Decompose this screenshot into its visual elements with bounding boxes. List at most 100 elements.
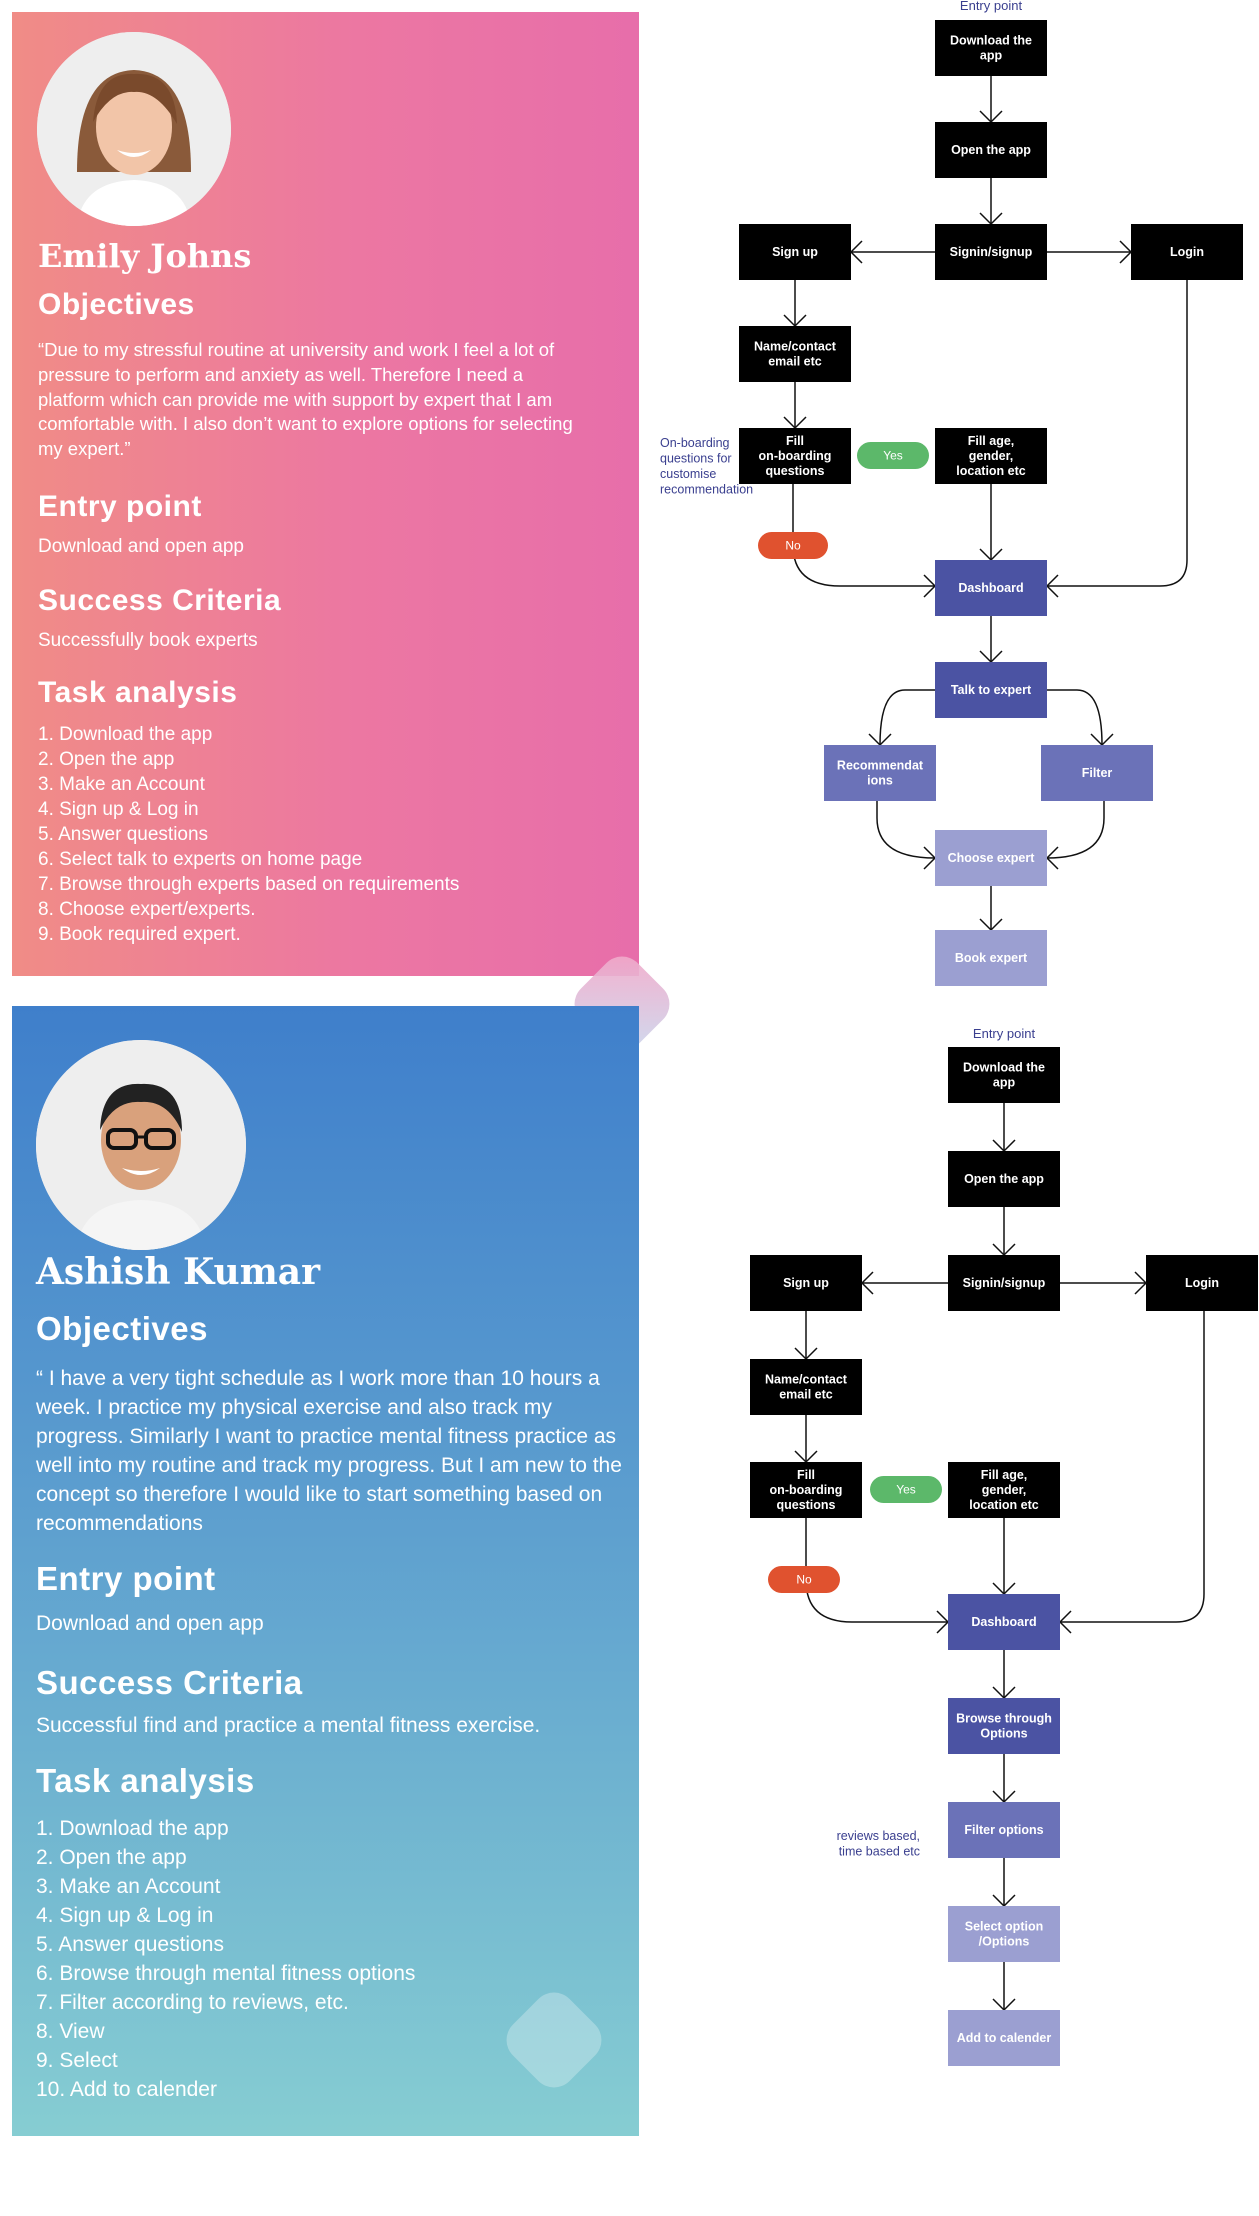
task-item: 5. Answer questions [38,824,209,845]
avatar [37,32,231,226]
login-node-label: Login [1185,1276,1219,1290]
talk-node [935,662,1047,718]
choose-node [935,830,1047,886]
objectives-heading: Objectives [36,1310,208,1347]
login-node [1146,1255,1258,1311]
book-node-label: Book expert [955,951,1028,965]
yes-pill-label: Yes [896,1483,916,1497]
task-item: 7. Filter according to reviews, etc. [36,1991,349,2014]
connector [879,689,935,746]
objectives-text: “Due to my stressful routine at universi… [38,339,573,460]
annotation: Entry point [973,1026,1036,1041]
objectives-text: “ I have a very tight schedule as I work… [36,1367,622,1535]
task-heading: Task analysis [36,1762,255,1799]
fill-node-label: questions [765,464,824,478]
persona-card-emily: Emily Johns Objectives “Due to my stress… [12,12,639,976]
download-node [948,1047,1060,1103]
entry-text: Download and open app [38,536,245,557]
task-item: 3. Make an Account [36,1875,221,1898]
arrowhead [1134,1271,1148,1295]
filter-node-label: Filter [1082,766,1113,780]
signup-node-label: Sign up [772,245,818,259]
task-item: 6. Select talk to experts on home page [38,849,363,870]
dashboard-node [948,1594,1060,1650]
persona-card-ashish: Ashish Kumar Objectives “ I have a very … [12,1006,639,2136]
name-node-label: email etc [768,355,822,369]
connector [1047,280,1188,587]
annotation: time based etc [839,1845,920,1859]
no-pill-label: No [785,539,801,553]
task-item: 7. Browse through experts based on requi… [38,874,460,895]
task-item: 8. Choose expert/experts. [38,899,256,920]
yes-pill-label: Yes [883,449,903,463]
objectives-heading: Objectives [38,288,195,321]
fillage-node-label: location etc [969,1498,1039,1512]
select-node-label: /Options [979,1935,1030,1949]
download-node-label: Download the [950,34,1032,48]
task-item: 10. Add to calender [36,2078,217,2101]
annotation: recommendation [660,483,753,497]
success-heading: Success Criteria [38,584,282,617]
browse-node-label: Options [980,1727,1027,1741]
select-node-label: Select option [965,1920,1043,1934]
task-item: 9. Book required expert. [38,924,241,945]
filteropts-node [948,1802,1060,1858]
annotation: questions for [660,452,732,466]
task-item: 5. Answer questions [36,1933,224,1956]
no-pill [768,1566,840,1593]
recs-node [824,745,936,801]
recs-node-label: ions [867,774,893,788]
fillage-node-label: Fill age, [981,1468,1028,1482]
open-node-label: Open the app [964,1172,1044,1186]
fill-node [750,1462,862,1518]
download-node-label: app [993,1076,1016,1090]
task-item: 6. Browse through mental fitness options [36,1962,416,1985]
fill-node-label: Fill [786,434,804,448]
fillage-node-label: gender, [982,1483,1026,1497]
recs-node-label: Recommendat [837,759,924,773]
yes-pill [857,442,929,469]
talk-node-label: Talk to expert [951,683,1032,697]
entry-text: Download and open app [36,1612,264,1635]
task-item: 8. View [36,2020,105,2043]
name-node-label: email etc [779,1388,833,1402]
fillage-node-label: gender, [969,449,1013,463]
arrowhead [849,240,863,264]
avatar [36,1040,246,1250]
open-node [935,122,1047,178]
select-node [948,1906,1060,1962]
connector [1047,689,1103,746]
connector [1060,1311,1205,1623]
choose-node-label: Choose expert [948,851,1036,865]
task-list: 1. Download the app 2. Open the app 3. Mak… [38,722,459,947]
dashboard-node [935,560,1047,616]
arrowhead [1119,240,1133,264]
name-node [739,326,851,382]
fill-node-label: on-boarding [770,1483,843,1497]
entry-heading: Entry point [38,490,202,523]
task-item: 3. Make an Account [38,774,205,795]
filter-node [1041,745,1153,801]
entry-heading: Entry point [36,1560,216,1597]
annotation: customise [660,467,716,481]
persona-name: Emily Johns [38,237,252,275]
task-item: 1. Download the app [36,1817,229,1840]
signup-node-label: Sign up [783,1276,829,1290]
fill-node-label: Fill [797,1468,815,1482]
success-text: Successful find and practice a mental fi… [36,1714,541,1737]
no-pill-label: No [796,1573,812,1587]
task-item: 9. Select [36,2049,118,2072]
task-item: 2. Open the app [38,749,175,770]
book-node [935,930,1047,986]
task-item: 1. Download the app [38,724,213,745]
login-node-label: Login [1170,245,1204,259]
fillage-node-label: Fill age, [968,434,1015,448]
name-node [750,1359,862,1415]
yes-pill [870,1476,942,1503]
signin-node [948,1255,1060,1311]
signup-node [739,224,851,280]
signin-node-label: Signin/signup [963,1276,1046,1290]
fillage-node-label: location etc [956,464,1026,478]
signin-node [935,224,1047,280]
